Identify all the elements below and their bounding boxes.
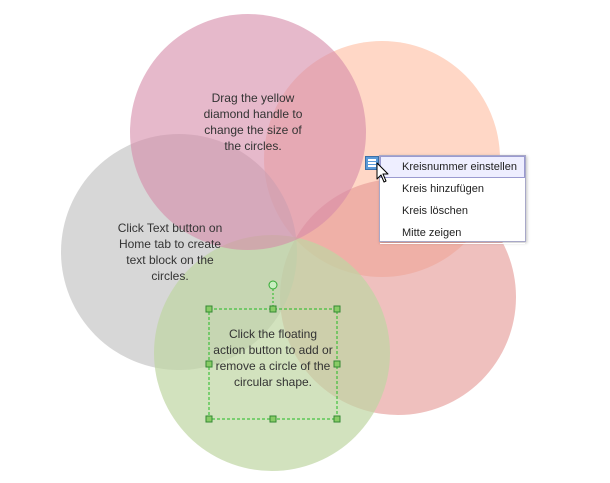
menu-item-add-circle[interactable]: Kreis hinzufügen (380, 178, 525, 200)
left-circle-text[interactable]: Click Text button on Home tab to create … (117, 221, 223, 283)
circle-bottom[interactable] (154, 235, 390, 471)
resize-handle[interactable] (205, 415, 213, 423)
resize-handle[interactable] (333, 415, 341, 423)
text-selection-box[interactable] (205, 280, 341, 423)
resize-handle[interactable] (333, 305, 341, 313)
resize-handle[interactable] (205, 305, 213, 313)
resize-handle[interactable] (333, 360, 341, 368)
menu-item-show-center[interactable]: Mitte zeigen (380, 222, 525, 244)
bottom-circle-text[interactable]: Click the floating action button to add … (213, 327, 333, 389)
resize-handle[interactable] (205, 360, 213, 368)
menu-item-set-circle-count[interactable]: Kreisnummer einstellen (380, 156, 525, 178)
top-circle-text[interactable]: Drag the yellow diamond handle to change… (203, 91, 303, 153)
context-menu: Kreisnummer einstellen Kreis hinzufügen … (379, 155, 526, 244)
menu-item-delete-circle[interactable]: Kreis löschen (380, 200, 525, 222)
rotate-handle[interactable] (268, 280, 278, 290)
floating-action-button[interactable] (365, 156, 379, 170)
circle-top[interactable] (130, 14, 366, 250)
resize-handle[interactable] (269, 305, 277, 313)
resize-handle[interactable] (269, 415, 277, 423)
mouse-cursor-icon (376, 162, 389, 183)
